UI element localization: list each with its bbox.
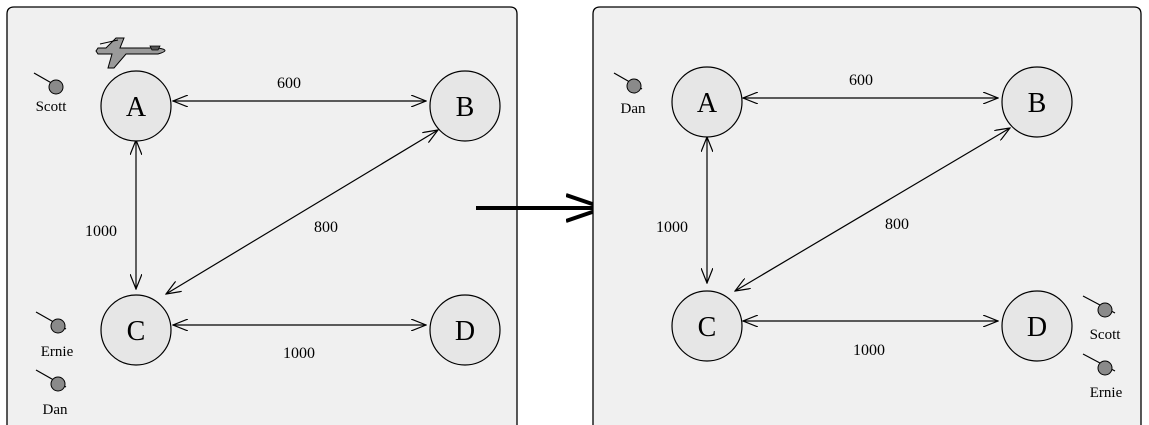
nodes: A B C D (671, 66, 1073, 362)
edge-weight-c-b: 800 (885, 216, 909, 233)
person-scott: Scott (33, 72, 68, 115)
node-b: B (1001, 66, 1073, 138)
person-icon (1082, 295, 1116, 318)
edge-weight-a-b: 600 (849, 72, 873, 89)
node-a: A (671, 66, 743, 138)
edge-weights: 600 1000 800 1000 (656, 72, 909, 359)
edge-weight-c-d: 1000 (853, 342, 885, 359)
person-icon (613, 72, 643, 94)
people: Scott Ernie Dan (33, 72, 74, 418)
person-icon (35, 369, 67, 392)
node-d: D (429, 294, 501, 366)
node-label: A (126, 92, 147, 123)
node-label: B (456, 92, 475, 123)
person-ernie: Ernie (1082, 353, 1123, 401)
edge-weight-a-c: 1000 (656, 219, 688, 236)
person-label: Dan (43, 402, 68, 418)
person-label: Scott (36, 99, 68, 115)
person-dan: Dan (35, 369, 68, 418)
node-label: A (697, 88, 718, 119)
edge-weight-a-c: 1000 (85, 223, 117, 240)
edge-weight-c-b: 800 (314, 219, 338, 236)
node-label: C (127, 316, 146, 347)
person-label: Ernie (41, 344, 74, 360)
node-a: A (100, 70, 172, 142)
edges (707, 98, 1010, 321)
node-label: B (1028, 88, 1047, 119)
person-label: Scott (1090, 327, 1122, 343)
person-icon (33, 72, 64, 95)
person-label: Dan (621, 101, 646, 117)
panel-after: 600 1000 800 1000 A B C D (592, 6, 1142, 425)
node-c: C (100, 294, 172, 366)
edge-weight-c-d: 1000 (283, 345, 315, 362)
node-label: D (455, 316, 475, 347)
node-label: C (698, 312, 717, 343)
person-dan: Dan (613, 72, 646, 117)
panel-before: 600 1000 800 1000 A B C D (6, 6, 518, 425)
edge-weight-a-b: 600 (277, 75, 301, 92)
nodes: A B C D (100, 70, 501, 366)
edge-c-b (166, 130, 438, 294)
node-d: D (1001, 290, 1073, 362)
panel-after-frame (592, 6, 1142, 425)
node-label: D (1027, 312, 1047, 343)
edge-c-b (735, 128, 1010, 291)
person-icon (35, 311, 67, 334)
person-scott: Scott (1082, 295, 1122, 343)
person-icon (1082, 353, 1116, 376)
panel-before-frame (6, 6, 518, 425)
edges (136, 101, 438, 325)
edge-weights: 600 1000 800 1000 (85, 75, 338, 362)
airplane-icon (95, 37, 166, 69)
people: Dan Scott Ernie (613, 72, 1123, 401)
node-c: C (671, 290, 743, 362)
person-ernie: Ernie (35, 311, 74, 360)
person-label: Ernie (1090, 385, 1123, 401)
node-b: B (429, 70, 501, 142)
